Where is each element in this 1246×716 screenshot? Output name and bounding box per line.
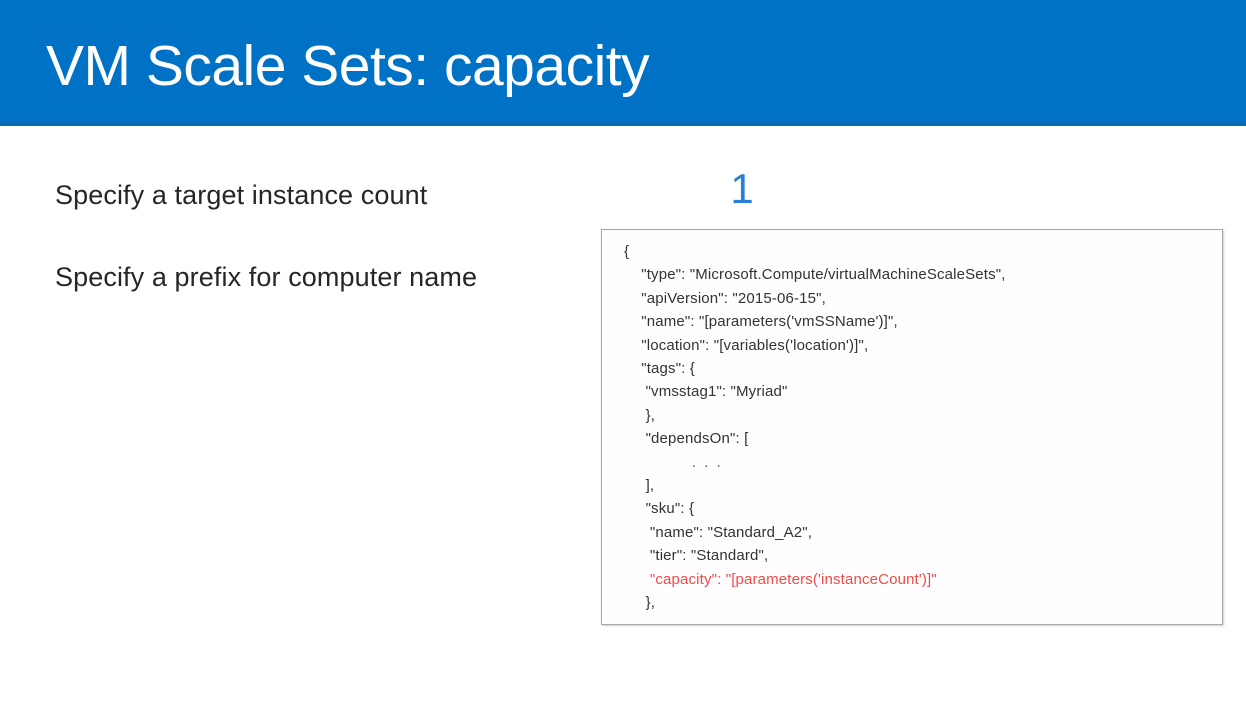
code-line: "type": "Microsoft.Compute/virtualMachin… [624,266,1006,284]
step-number-callout: 1 [730,165,754,212]
bullet-computer-name-prefix: Specify a prefix for computer name [55,262,478,292]
code-line: "vmsstag1": "Myriad" [624,383,788,401]
code-line: ], [624,477,655,495]
bullet-instance-count: Specify a target instance count [55,180,428,210]
code-listing: { "type": "Microsoft.Compute/virtualMach… [624,240,1216,615]
page-title: VM Scale Sets: capacity [46,34,650,98]
code-line: . . . [624,453,723,471]
code-line: "location": "[variables('location')]", [624,336,869,354]
code-line: }, [624,406,656,424]
code-line: "name": "[parameters('vmSSName')]", [624,313,898,331]
slide-header-banner: VM Scale Sets: capacity [0,0,1246,122]
code-line: "dependsOn": [ [624,430,749,448]
code-line-capacity: "capacity": "[parameters('instanceCount'… [624,570,937,588]
code-line: "sku": { [624,500,695,518]
code-line: { [624,243,630,260]
code-snippet-panel: { "type": "Microsoft.Compute/virtualMach… [601,229,1223,625]
code-line: }, [624,594,656,612]
code-line: "tier": "Standard", [624,547,769,565]
header-underline-divider [0,122,1246,126]
code-line: "tags": { [624,360,695,378]
code-line: "apiVersion": "2015-06-15", [624,289,826,307]
code-line: "name": "Standard_A2", [624,523,813,541]
